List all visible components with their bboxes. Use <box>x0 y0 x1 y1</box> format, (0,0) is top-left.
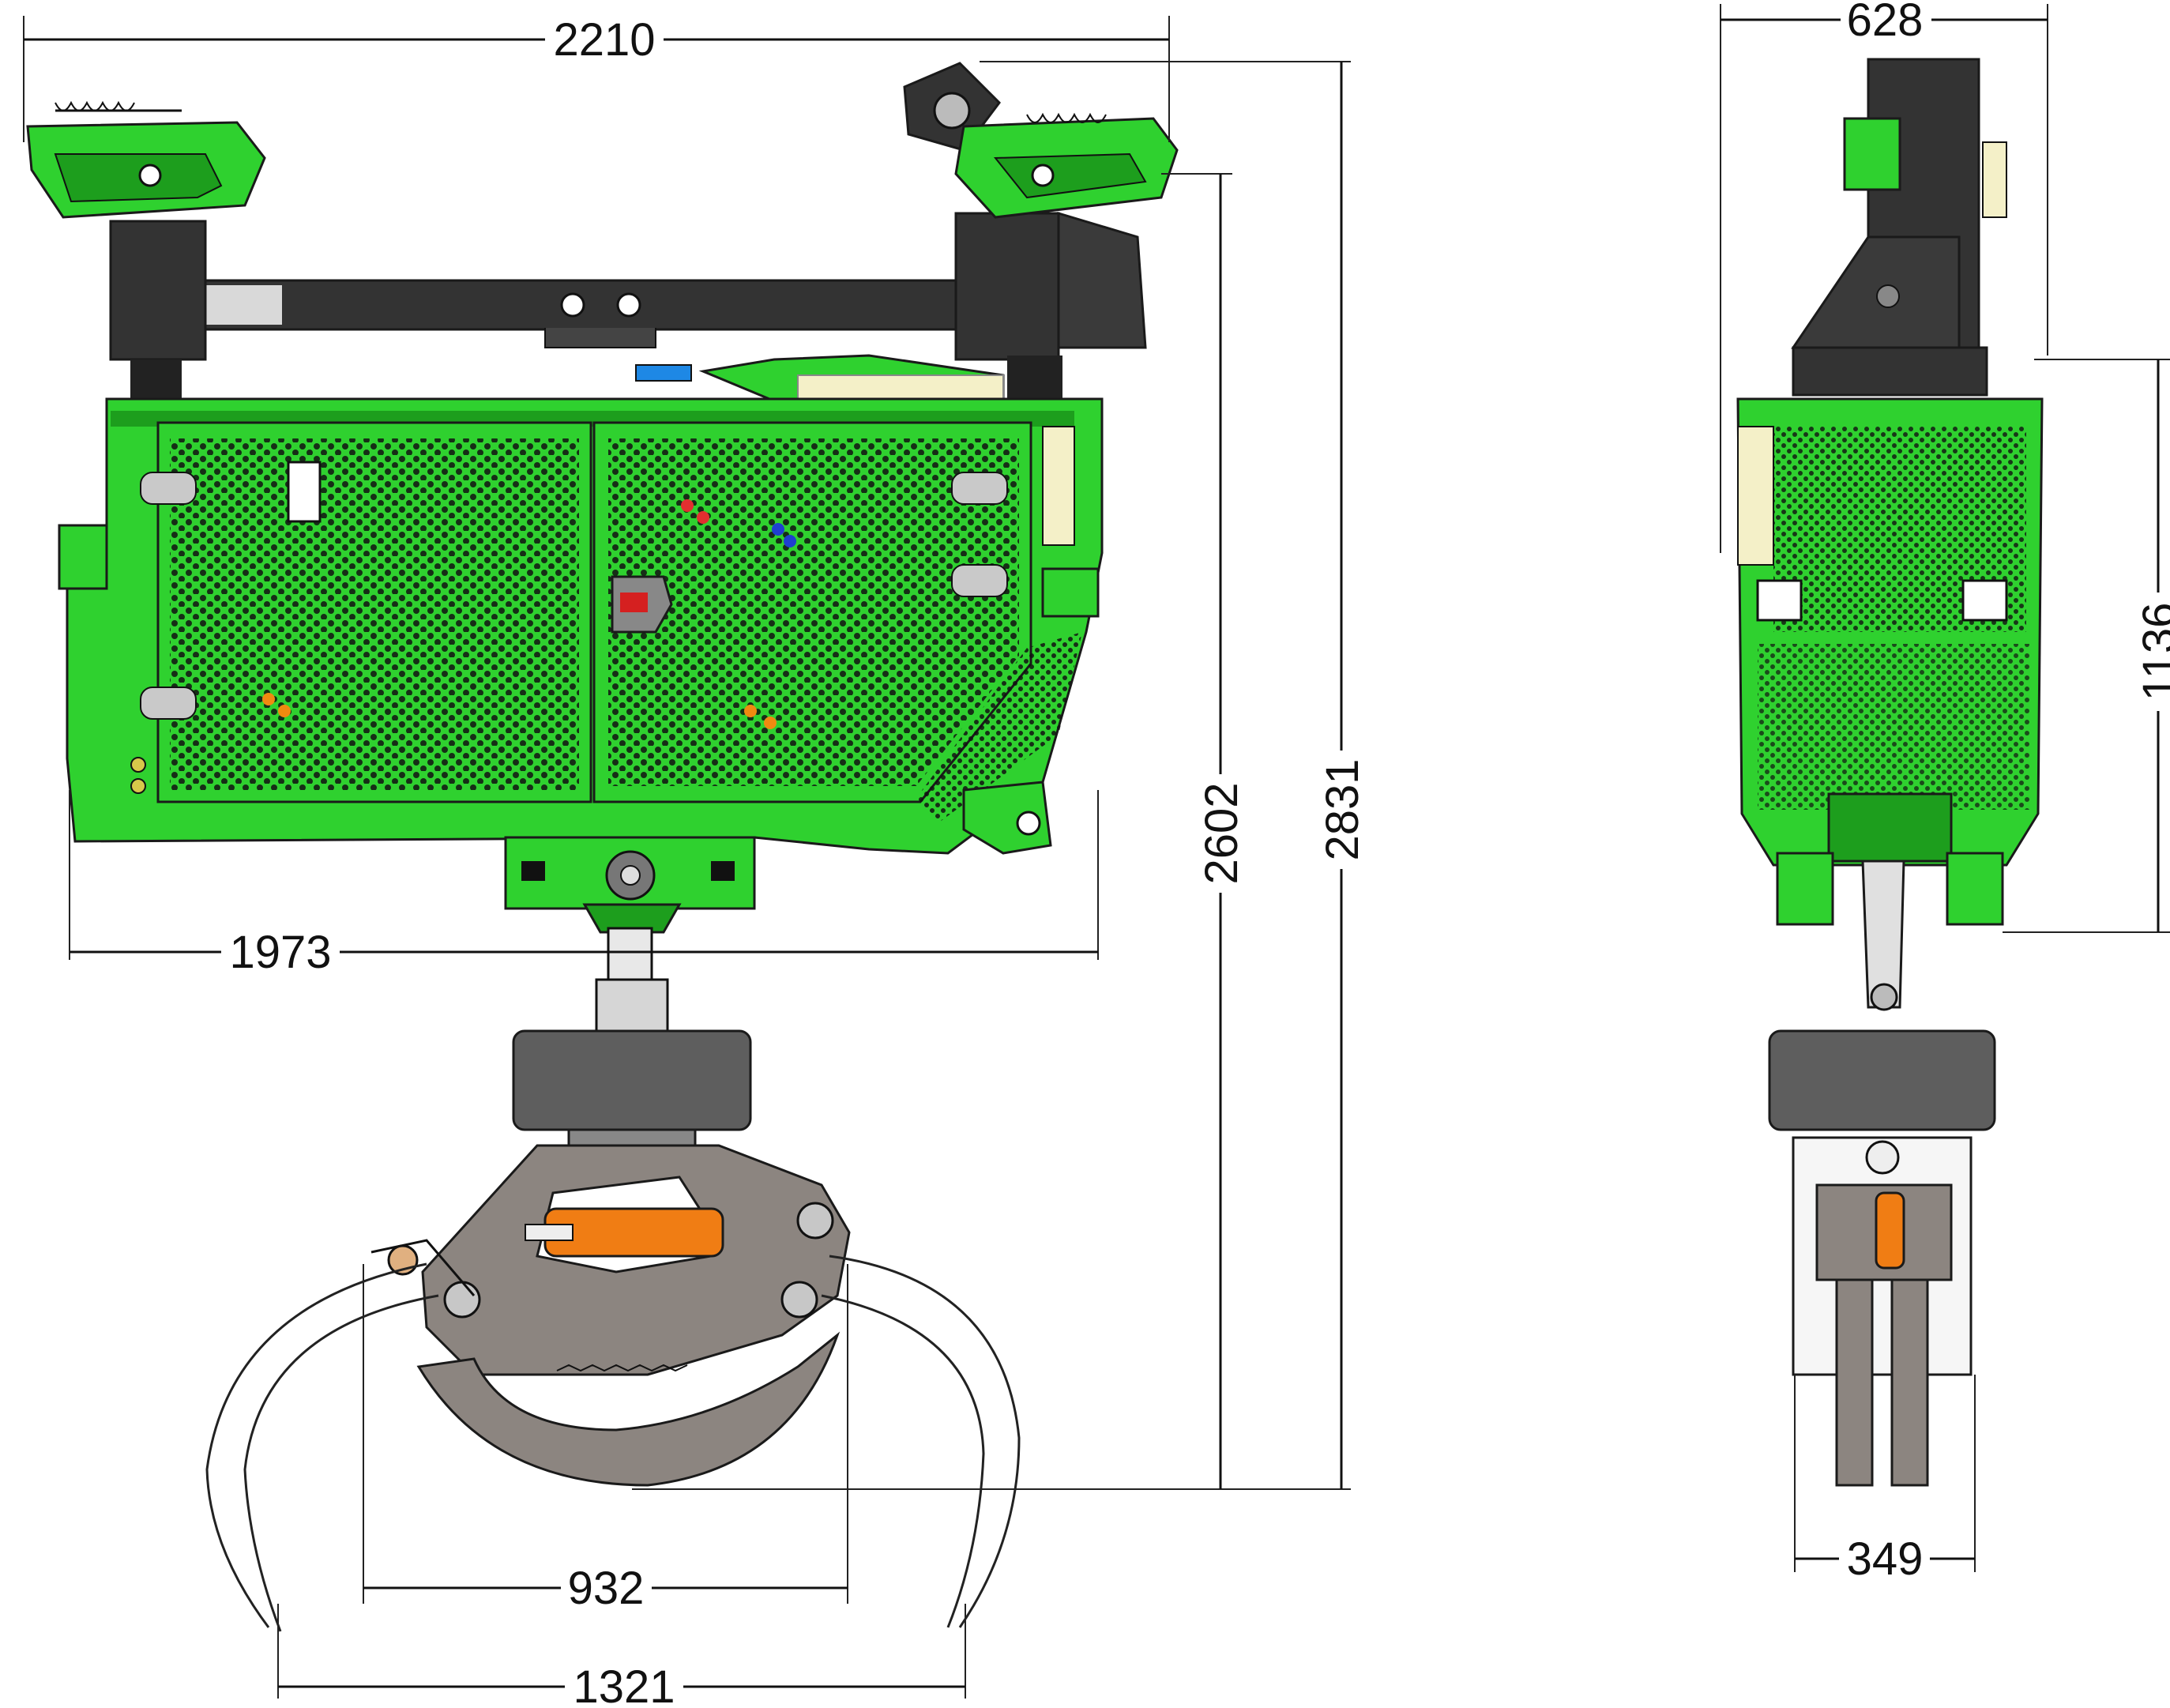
dim-height-to-pad: 2602 <box>1196 782 1247 884</box>
crossbeam <box>200 279 1017 331</box>
left-mount-pad <box>26 100 266 219</box>
right-post <box>954 212 1060 361</box>
main-body <box>58 397 1104 855</box>
dim-overall-height: 2831 <box>1317 758 1368 860</box>
rotator <box>512 1029 752 1131</box>
dim-side-body-height: 1136 <box>2134 603 2170 702</box>
grapple-head <box>205 1128 1021 1632</box>
dimension-labels: 2210 1973 2602 2831 932 1321 628 1136 34… <box>221 0 2170 1708</box>
left-post <box>109 220 207 361</box>
front-view <box>26 62 1179 1632</box>
dim-side-width: 628 <box>1847 0 1924 46</box>
dim-overall-width: 2210 <box>553 14 655 66</box>
dim-body-width: 1973 <box>229 927 331 978</box>
dim-grapple-width: 349 <box>1847 1533 1924 1585</box>
dim-jaw-outer-width: 1321 <box>573 1661 675 1708</box>
link-bracket <box>504 836 756 934</box>
right-mount-pad <box>903 62 1179 219</box>
side-rotator <box>1768 1029 1996 1131</box>
side-view <box>1736 58 2044 1487</box>
dim-jaw-inner-width: 932 <box>568 1563 645 1614</box>
